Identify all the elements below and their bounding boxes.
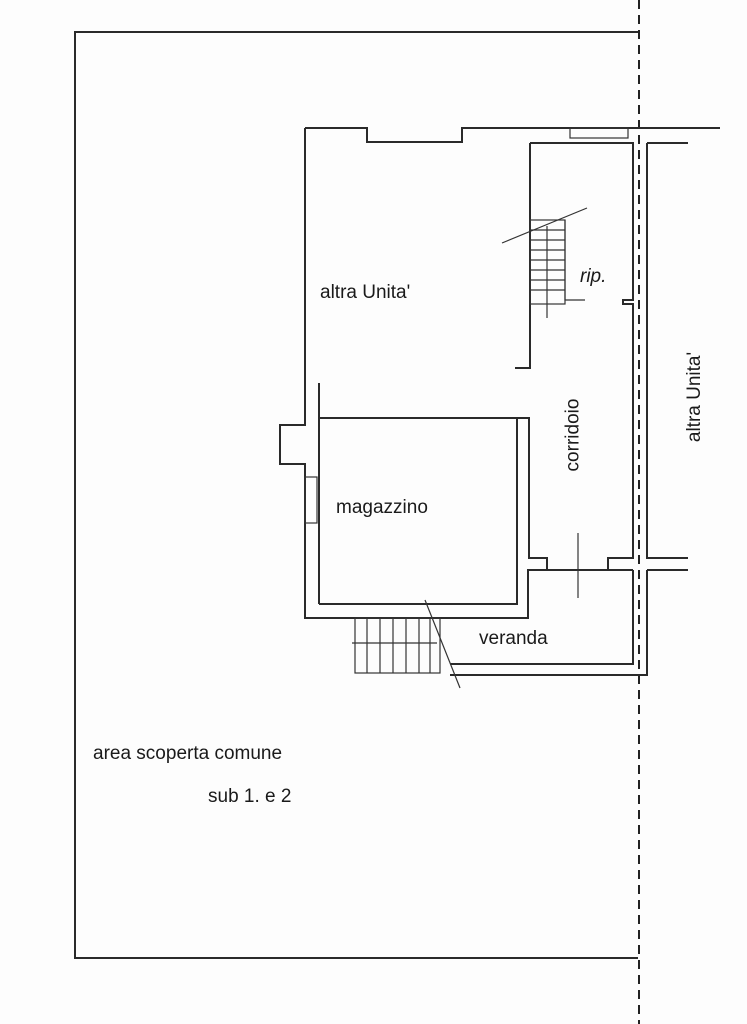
magazzino-walls xyxy=(319,417,548,605)
lot-boundary xyxy=(74,31,638,959)
room-label-veranda: veranda xyxy=(479,628,548,649)
veranda-walls xyxy=(450,570,648,676)
room-label-corridoio: corridoio xyxy=(562,398,584,472)
room-label-magazzino: magazzino xyxy=(336,497,428,518)
inner-wall-rip xyxy=(515,143,531,369)
left-window xyxy=(304,476,318,524)
building-top-wall xyxy=(305,127,720,143)
room-label-altra-unita: altra Unita' xyxy=(320,282,411,303)
room-label-altra-unita-right: altra Unita' xyxy=(684,351,706,443)
building-left-wall xyxy=(279,128,633,619)
top-window xyxy=(569,127,629,139)
area-label: area scoperta comune xyxy=(93,743,283,764)
area-sub-label: sub 1. e 2 xyxy=(208,786,292,807)
corridor-right-wall xyxy=(530,142,634,570)
room-label-rip: rip. xyxy=(580,266,607,287)
external-stair xyxy=(352,599,461,689)
internal-stair xyxy=(501,207,588,318)
right-outer-wall xyxy=(646,142,688,559)
